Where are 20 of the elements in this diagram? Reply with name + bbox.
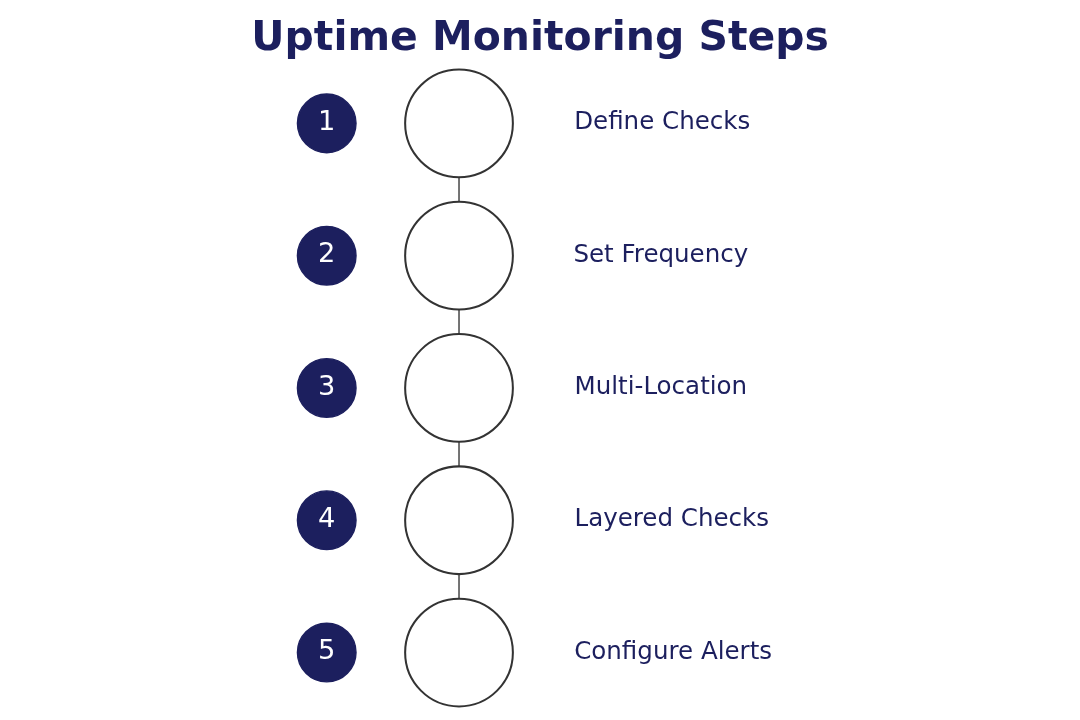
node-label: Set Frequency <box>572 238 748 268</box>
node-circle: 5 <box>296 622 357 683</box>
node-label: Multi-Location <box>574 370 747 400</box>
connector <box>457 176 460 203</box>
node-circle <box>403 68 514 179</box>
node-circle <box>403 465 514 576</box>
node-circle <box>403 200 514 311</box>
node-label: Layered Checks <box>573 503 769 533</box>
connector <box>457 309 460 335</box>
connector <box>457 441 460 467</box>
node-circle <box>403 333 514 443</box>
node-circle: 4 <box>296 490 357 551</box>
node-label: Define Checks <box>573 106 750 136</box>
node-circle: 3 <box>296 357 357 418</box>
node-circle: 2 <box>296 225 357 286</box>
diagram-title: Uptime Monitoring Steps <box>250 12 829 61</box>
connector <box>457 573 460 600</box>
node-circle: 1 <box>296 93 357 154</box>
node-circle <box>403 597 514 708</box>
node-label: Configure Alerts <box>573 635 772 665</box>
